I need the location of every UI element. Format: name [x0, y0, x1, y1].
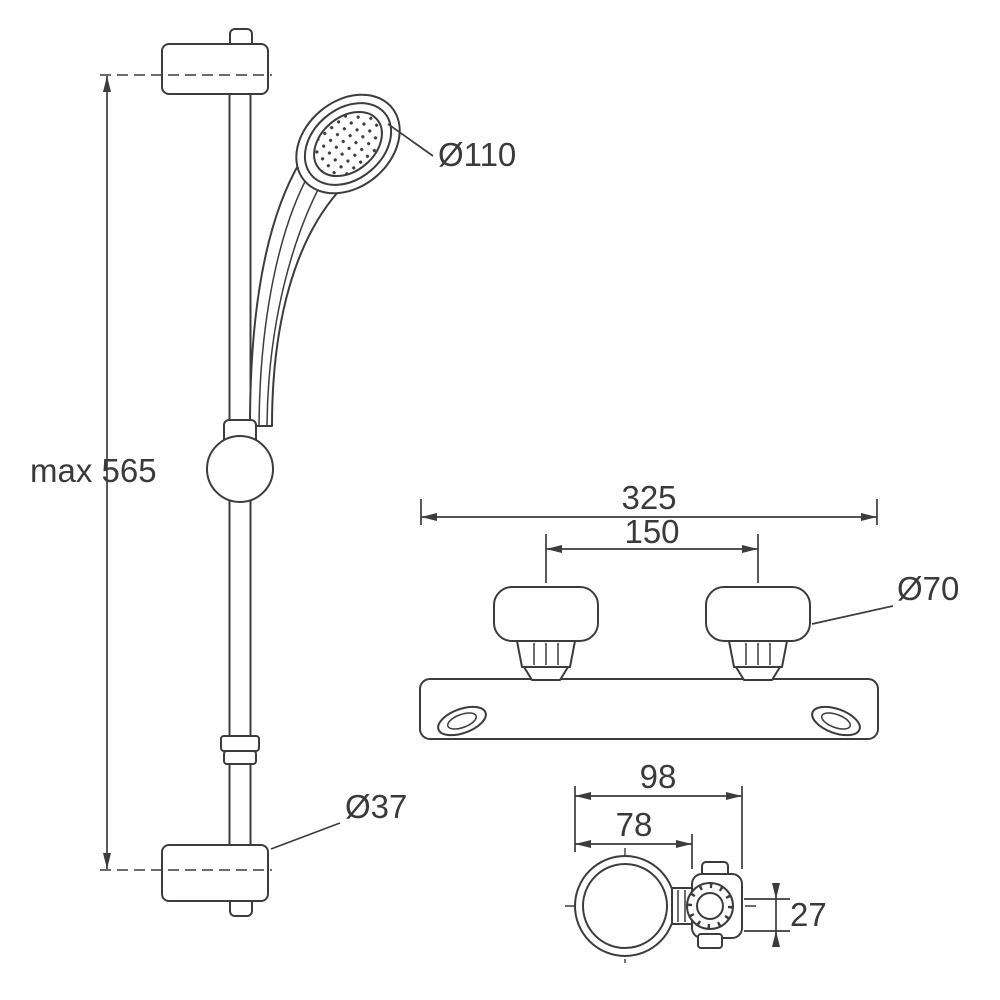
arrowheads: [575, 840, 692, 848]
arrowheads: [421, 513, 877, 521]
dim-handle-centres: 150: [545, 513, 759, 583]
dim-label-handle-centres: 150: [624, 513, 679, 550]
dim-label-rail-max-height: max 565: [30, 452, 157, 489]
side-handle: [574, 855, 676, 957]
handset-holder: [206, 419, 274, 503]
dim-label-mixer-width: 325: [621, 479, 676, 516]
bottom-bracket: [161, 844, 269, 917]
dim-rail-max-height: max 565: [30, 76, 157, 869]
handset-handle: [249, 161, 339, 427]
arrowheads: [103, 76, 111, 869]
dim-handle-diameter: Ø70: [811, 570, 959, 625]
mixer-body: [419, 678, 879, 740]
slider-ring: [220, 735, 260, 765]
right-handle: [705, 586, 811, 681]
dim-bracket-diameter: Ø37: [270, 788, 407, 850]
dim-mixer-width: 325: [420, 479, 878, 525]
handset-head: [295, 93, 401, 195]
arrowheads: [575, 792, 742, 800]
top-bracket: [161, 28, 269, 95]
dim-label-handset-diameter: Ø110: [438, 136, 516, 173]
left-union: [437, 705, 487, 737]
dim-label-handle-diameter: Ø70: [897, 570, 959, 607]
dim-outlet-offset: 27: [744, 883, 827, 947]
mixer-side-view: 98 78 27: [565, 758, 827, 968]
spray-face: [313, 110, 383, 178]
dim-label-mixer-depth: 98: [640, 758, 677, 795]
outlet-connection: [686, 882, 734, 930]
dim-handset-diameter: Ø110: [387, 123, 516, 173]
mixer-front-view: 325 150 Ø70: [419, 479, 959, 740]
right-union: [811, 705, 861, 737]
arrowheads: [546, 545, 758, 553]
side-body: [686, 861, 743, 949]
dim-mixer-depth: 98: [574, 758, 743, 869]
dim-label-bracket-diameter: Ø37: [345, 788, 407, 825]
shower-handset: [249, 93, 401, 427]
arrowheads: [772, 883, 780, 947]
dim-label-outlet-offset: 27: [790, 896, 827, 933]
left-handle: [493, 586, 599, 681]
shower-rail-assembly: max 565 Ø110 Ø37: [30, 28, 516, 917]
dim-label-mixer-body-depth: 78: [616, 806, 653, 843]
side-nut: [671, 887, 693, 925]
dim-mixer-body-depth: 78: [575, 806, 693, 869]
